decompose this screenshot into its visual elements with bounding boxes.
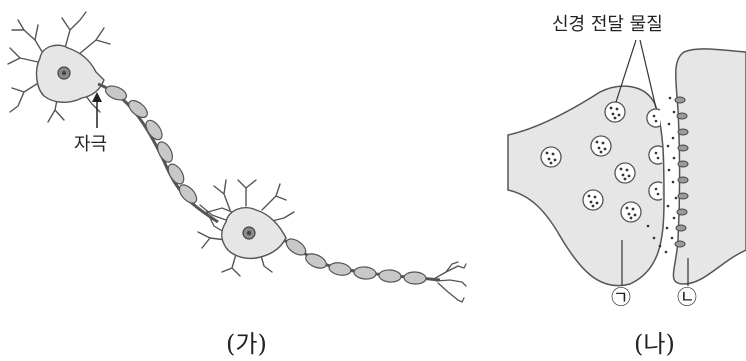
vesicle-fusing: [649, 182, 662, 200]
marker-right: ㉡: [677, 285, 697, 309]
vesicle: [621, 202, 641, 222]
axon-2-terminals: [432, 262, 466, 302]
stimulus-pointer: [92, 92, 102, 128]
presynaptic-terminal: [508, 86, 664, 286]
stimulus-label: 자극: [74, 134, 107, 155]
axon-1: [98, 83, 232, 232]
vesicle: [541, 147, 561, 167]
panel-a: 자극 (가): [8, 12, 466, 358]
vesicle: [615, 163, 635, 183]
axon-2: [284, 236, 466, 302]
neuron-2: [198, 180, 294, 276]
neurotransmitter-label: 신경 전달 물질: [552, 14, 663, 35]
myelin-sheath-1: [104, 83, 200, 206]
neuron-1: [8, 12, 110, 122]
panel-b-caption: (나): [634, 330, 675, 358]
panel-a-caption: (가): [226, 330, 267, 358]
myelin-sheath-2: [284, 236, 427, 285]
vesicle: [591, 136, 611, 156]
vesicle-fusing: [647, 109, 660, 127]
marker-left: ㉠: [611, 285, 631, 309]
panel-b: 신경 전달 물질 ㉠ ㉡ (나): [508, 14, 746, 358]
vesicle: [605, 102, 625, 122]
vesicle-fusing: [649, 146, 662, 164]
vesicle: [583, 190, 603, 210]
